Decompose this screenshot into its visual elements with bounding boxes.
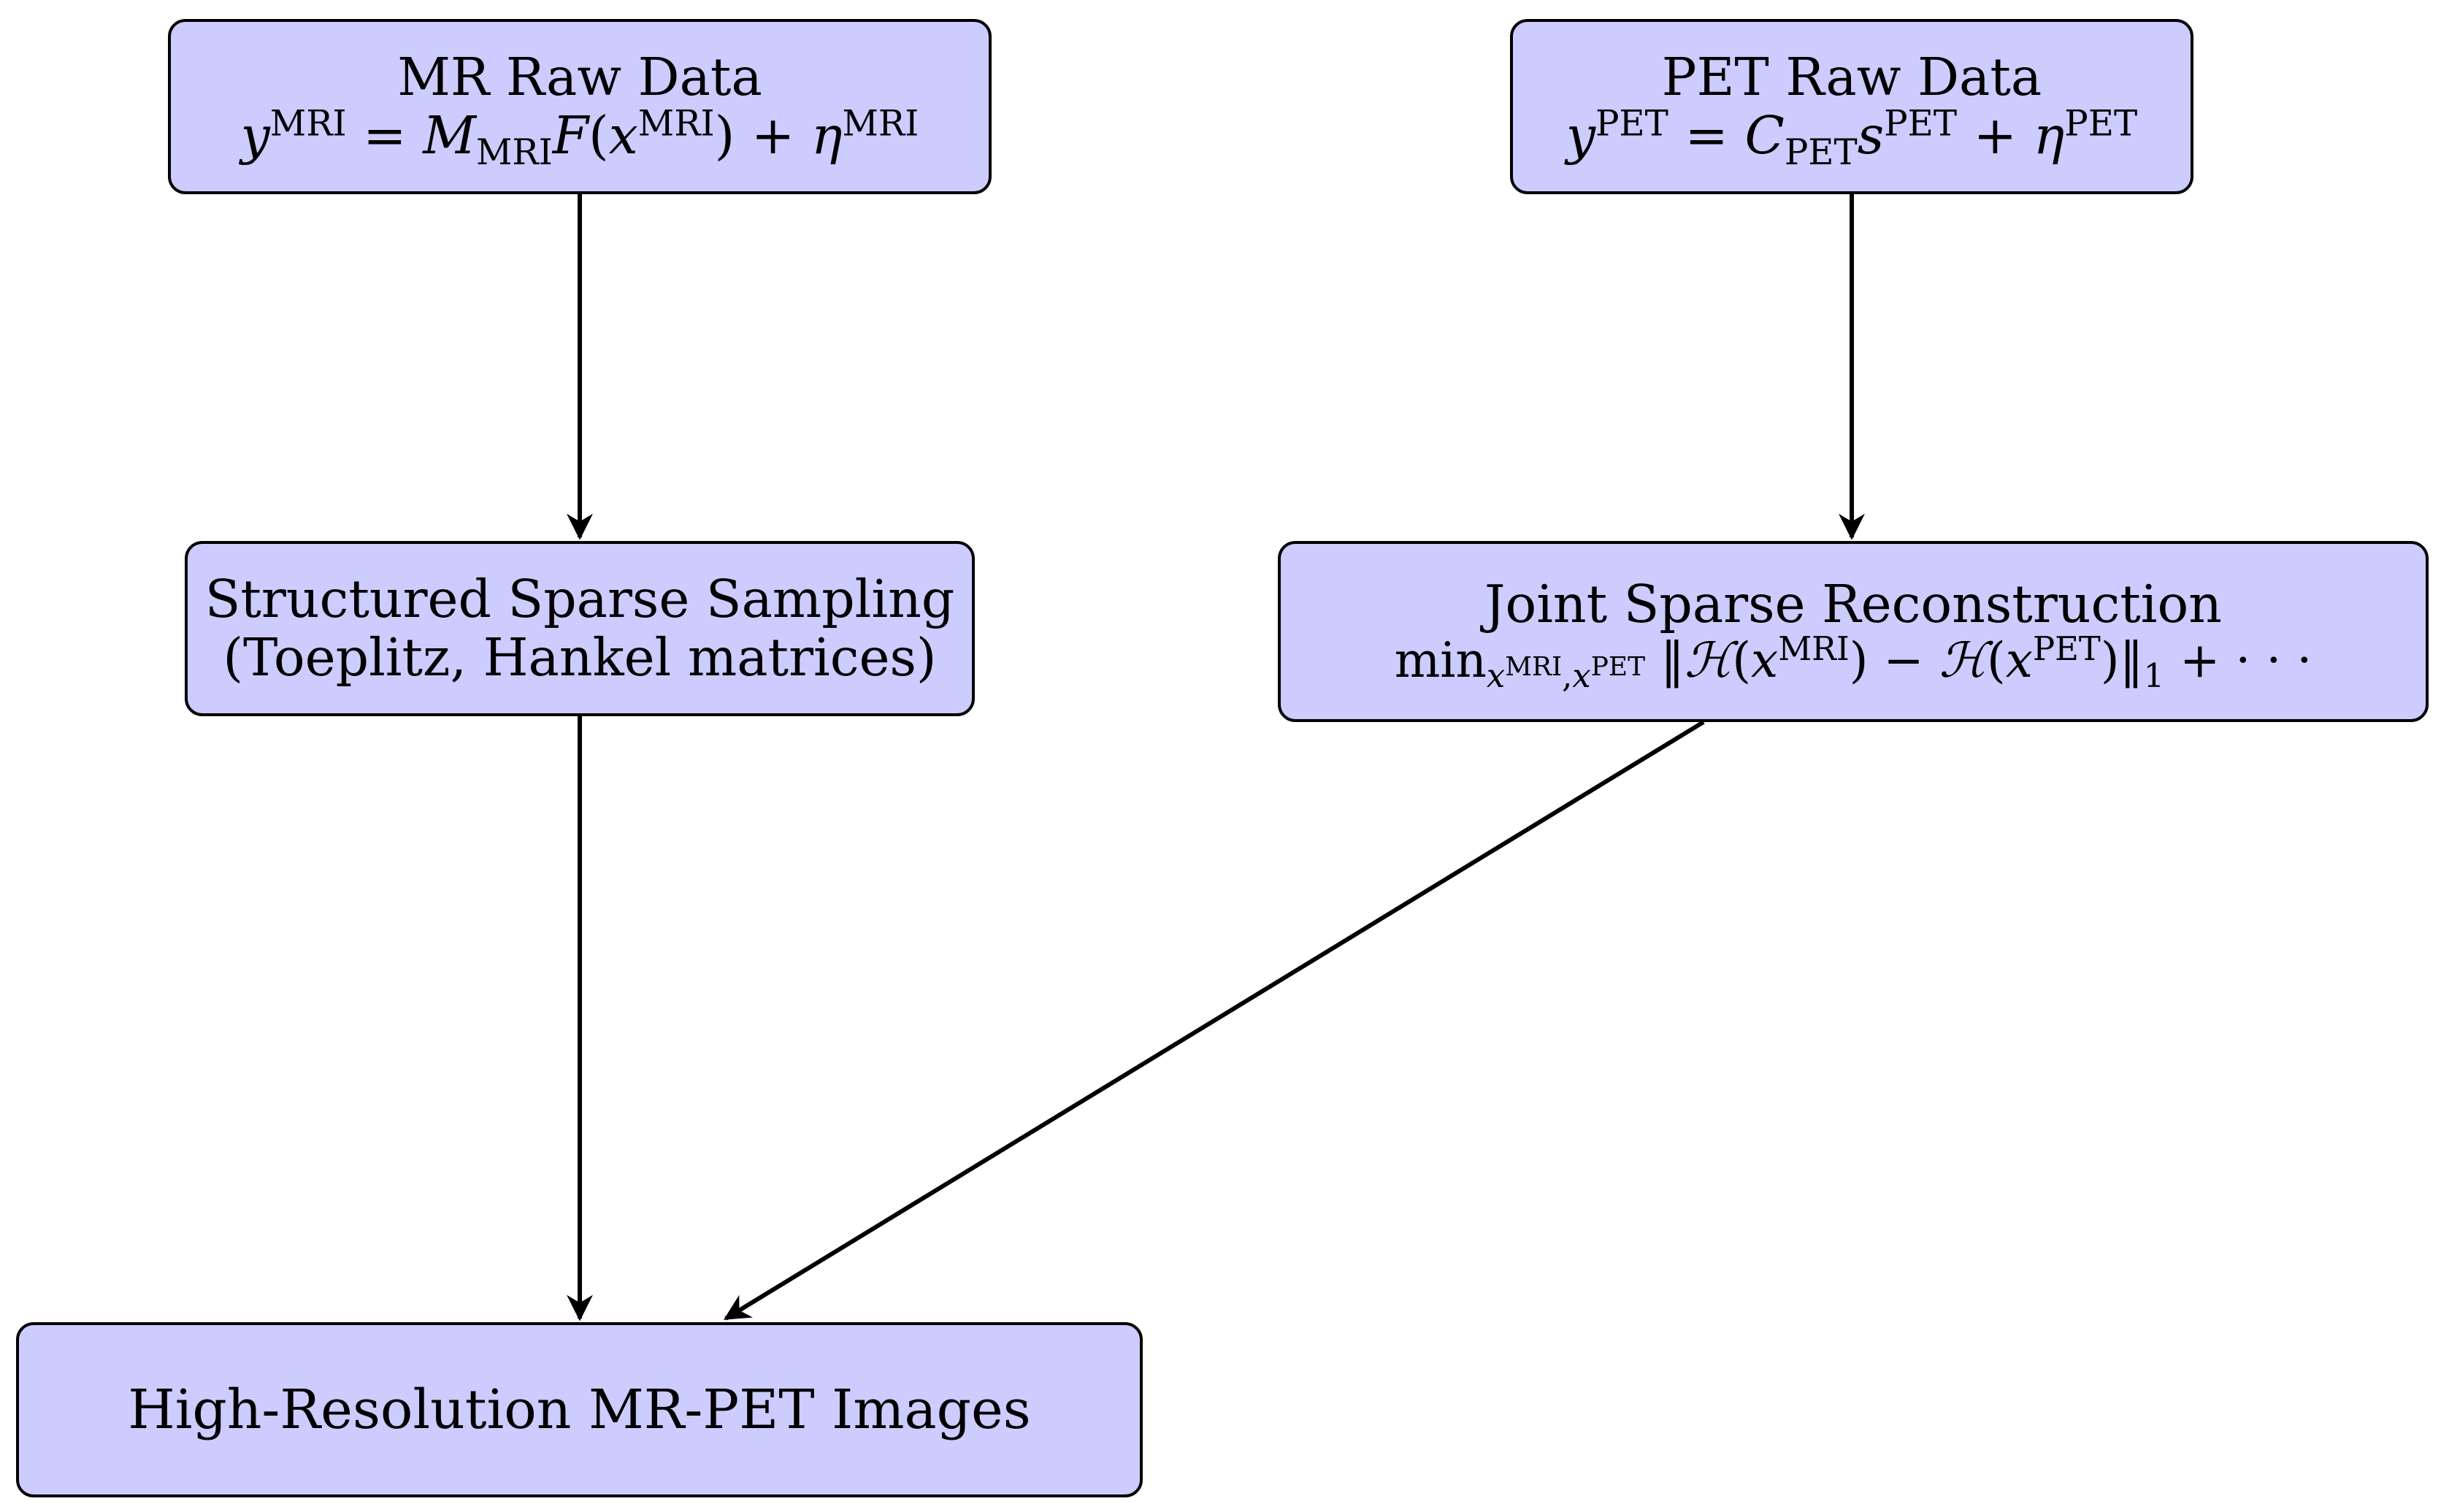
sampling-title: Structured Sparse Sampling <box>204 569 955 630</box>
high-resolution-images-node: High-Resolution MR-PET Images <box>16 1322 1143 1497</box>
structured-sparse-sampling-node: Structured Sparse Sampling (Toeplitz, Ha… <box>185 541 975 716</box>
output-title: High-Resolution MR-PET Images <box>128 1378 1031 1441</box>
joint-reconstruction-title: Joint Sparse Reconstruction <box>1484 574 2222 635</box>
joint-sparse-reconstruction-node: Joint Sparse Reconstruction minxMRI,xPET… <box>1278 541 2429 722</box>
mr-raw-data-node: MR Raw Data yMRI = MMRIF(xMRI) + ηMRI <box>168 19 992 194</box>
joint-reconstruction-formula: minxMRI,xPET ‖ℋ(xMRI) − ℋ(xPET)‖1 + · · … <box>1394 629 2312 695</box>
edge-joint-to-output <box>723 720 1705 1321</box>
mr-raw-data-title: MR Raw Data <box>397 47 762 108</box>
sampling-subtitle: (Toeplitz, Hankel matrices) <box>223 627 937 688</box>
pet-raw-data-title: PET Raw Data <box>1661 47 2042 108</box>
mr-raw-data-formula: yMRI = MMRIF(xMRI) + ηMRI <box>240 103 919 174</box>
pet-raw-data-formula: yPET = CPETsPET + ηPET <box>1566 103 2138 174</box>
pet-raw-data-node: PET Raw Data yPET = CPETsPET + ηPET <box>1510 19 2193 194</box>
